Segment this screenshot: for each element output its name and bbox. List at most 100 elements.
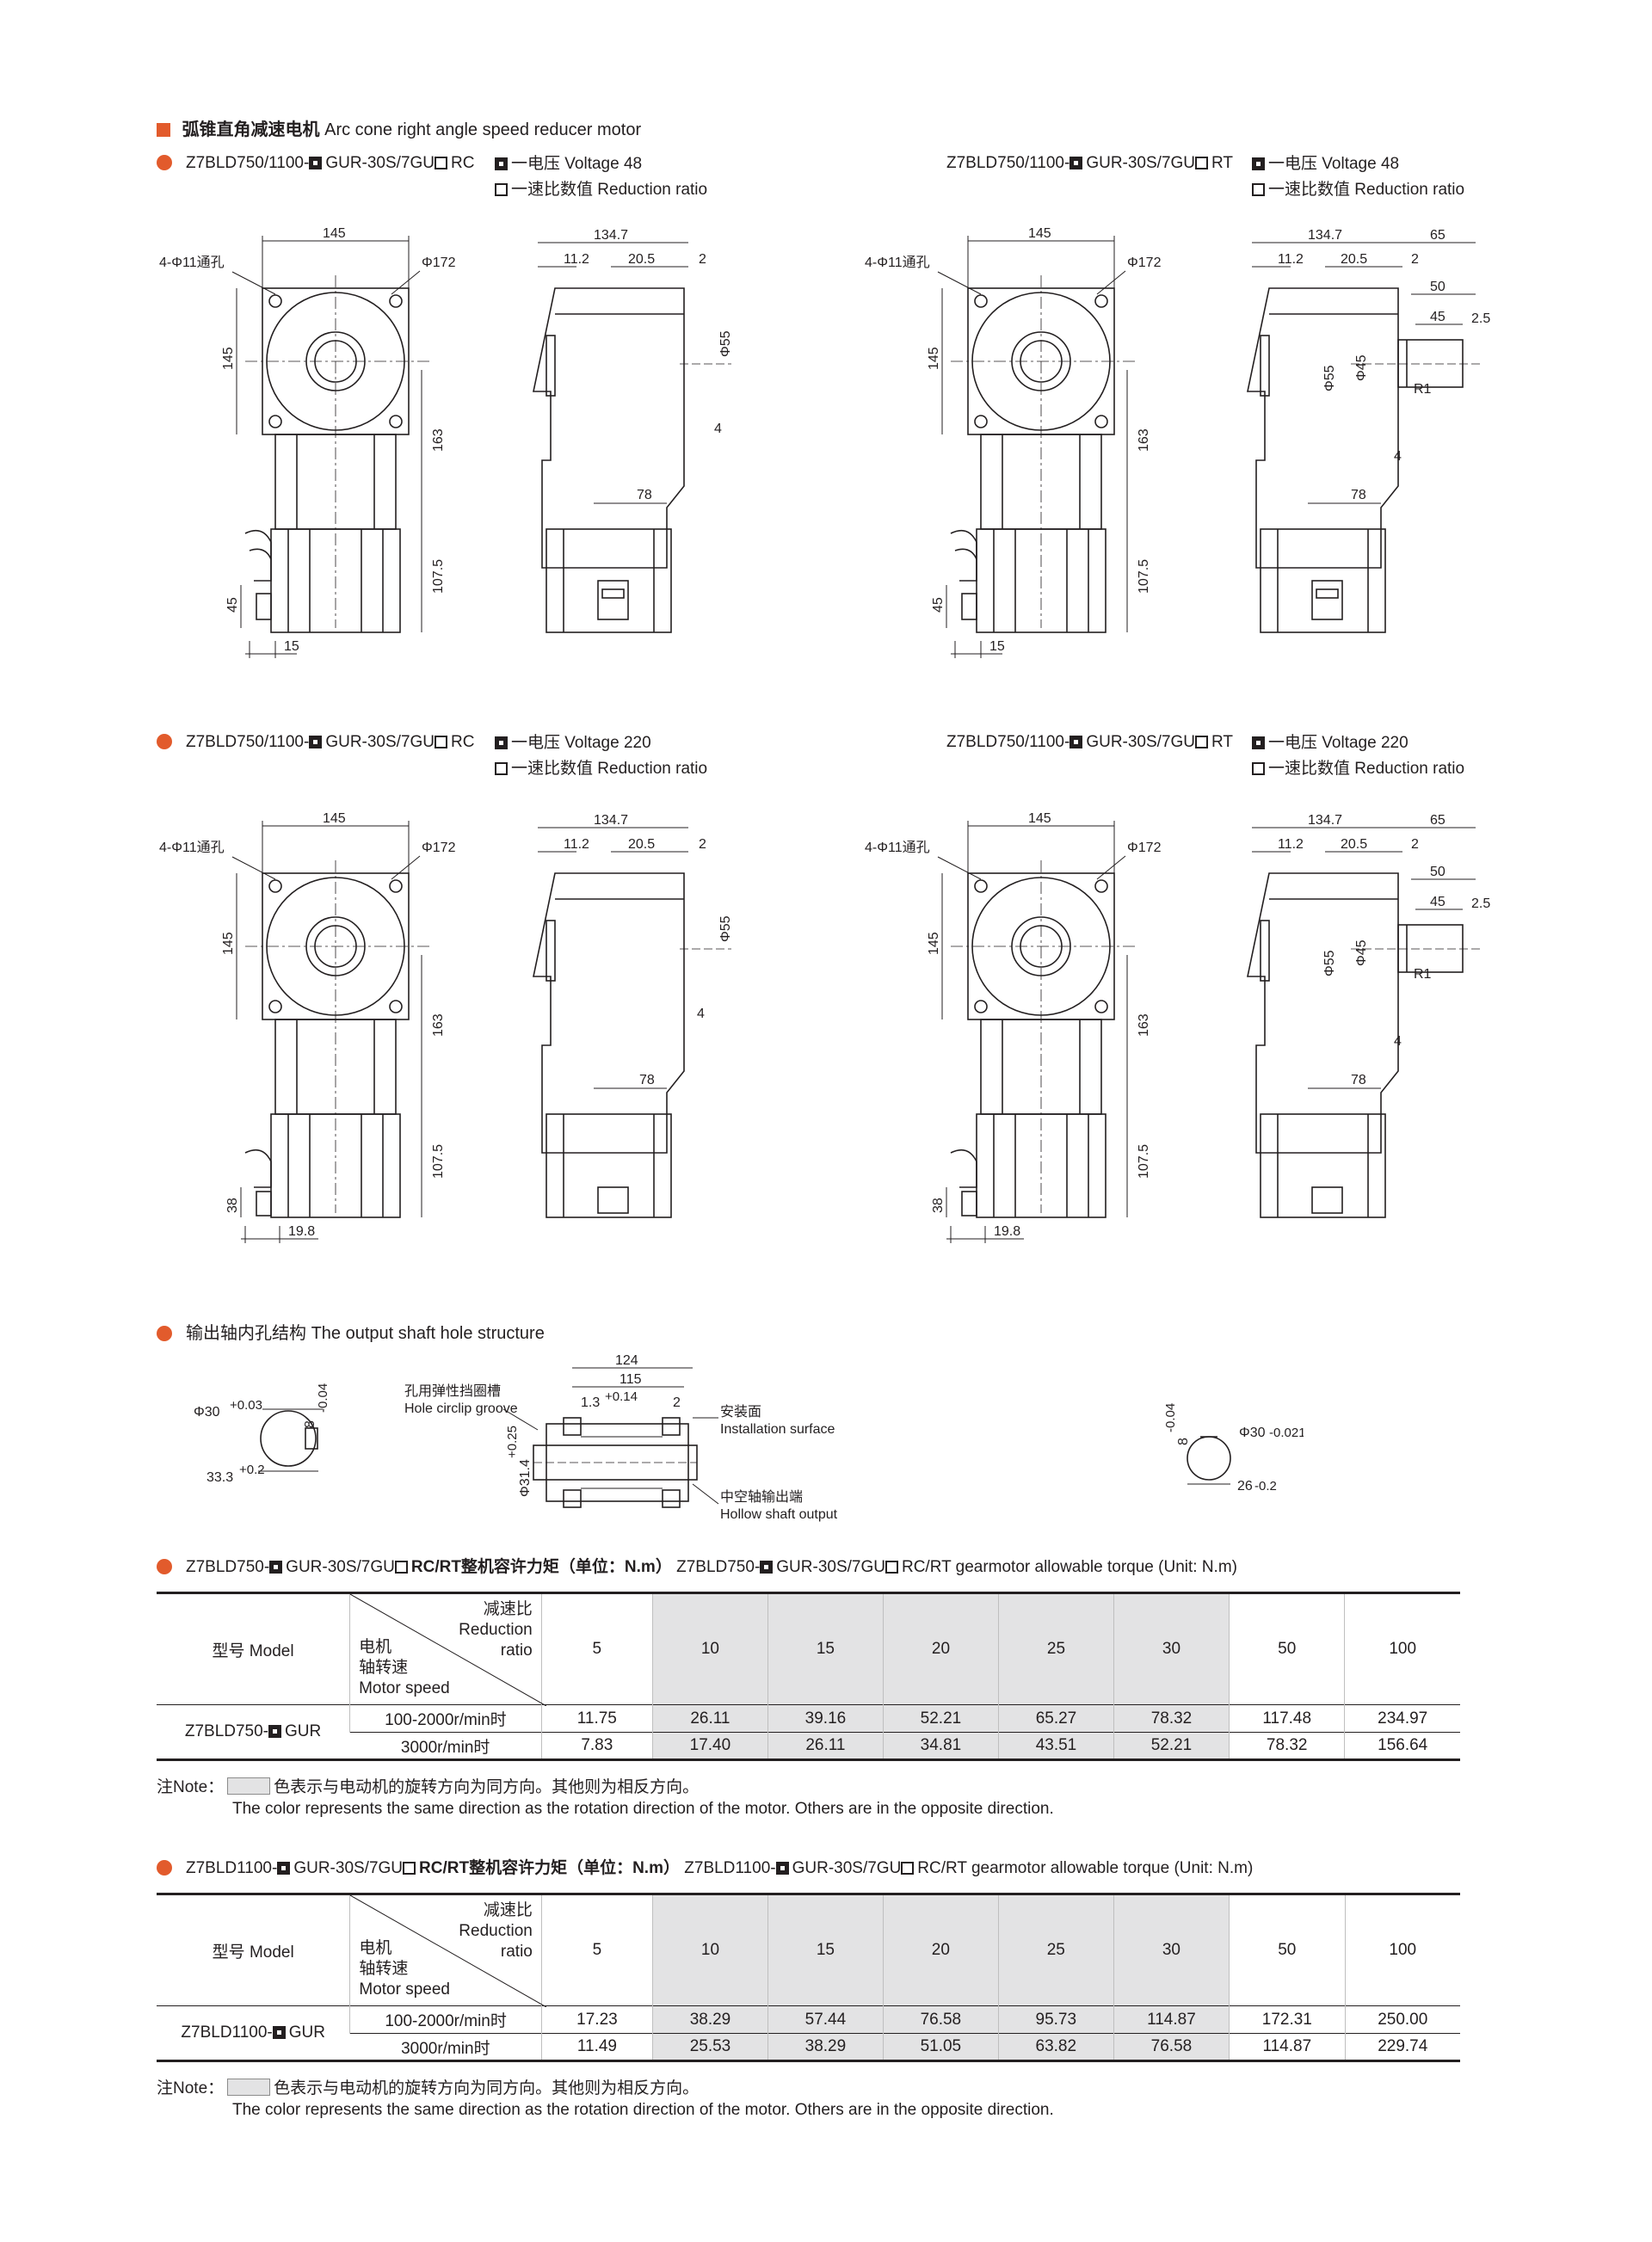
ratio-en2: ratio: [500, 1943, 533, 1961]
dim-4: 4: [1394, 449, 1402, 464]
dim-8-shaft: 8: [1176, 1438, 1191, 1445]
dim-65: 65: [1430, 813, 1446, 828]
empty-box-icon: [495, 762, 508, 775]
cell: 25.53: [652, 2033, 768, 2061]
dim-2: 2: [1411, 252, 1419, 267]
cell: 11.75: [540, 1704, 653, 1733]
dim-phi30-shaft-tol: -0.021: [1269, 1426, 1304, 1440]
speed-en: Motor speed: [359, 1980, 450, 1999]
side-view-drawing-2: 134.7 65 11.2 20.5 2 50 45 2.5 Φ55 Φ45 R…: [1230, 224, 1523, 654]
dim-145-top: 145: [1028, 811, 1051, 826]
dim-33-3: 33.3: [206, 1470, 233, 1485]
cell: 63.82: [997, 2033, 1114, 2061]
cell: 95.73: [997, 2005, 1114, 2034]
dim-2: 2: [1411, 837, 1419, 852]
filled-box-icon: [272, 2026, 286, 2039]
dim-8-shaft-tol: -0.04: [1163, 1403, 1178, 1432]
dim-phi31-4-tol: +0.25: [505, 1426, 520, 1458]
ratio-en2: ratio: [500, 1641, 533, 1660]
heading-cn: 弧锥直角减速电机: [182, 120, 320, 139]
empty-box-icon: [1252, 183, 1265, 196]
dim-38: 38: [931, 1198, 946, 1213]
speed-cn1: 电机: [359, 1638, 392, 1656]
dim-124: 124: [615, 1353, 638, 1368]
dim-145-side: 145: [221, 932, 236, 955]
dim-2: 2: [699, 837, 706, 852]
front-view-drawing-1: 145 4-Φ11通孔 Φ172 145 15 45 163 107.5: [146, 224, 473, 671]
cell: 52.21: [882, 1704, 999, 1733]
dim-phi55: Φ55: [1322, 950, 1337, 976]
dim-134-7: 134.7: [1308, 228, 1342, 243]
dim-2-mount: 2: [673, 1395, 681, 1410]
dim-134-7: 134.7: [594, 813, 628, 828]
cell: 51.05: [882, 2033, 999, 2061]
filled-box-icon: [1252, 736, 1265, 749]
dim-holes: 4-Φ11通孔: [865, 255, 930, 270]
dim-38: 38: [225, 1198, 240, 1213]
ratio-en1: Reduction: [459, 1922, 533, 1940]
ratio-10: 10: [651, 1592, 768, 1705]
dim-45-shaft: 45: [1430, 310, 1446, 324]
dim-163: 163: [431, 1013, 446, 1037]
dim-20-5: 20.5: [628, 837, 655, 852]
dim-65: 65: [1430, 228, 1446, 243]
shaft-hole-drawing: Φ30 +0.03 8 -0.04 33.3 +0.2 孔用弹性挡圈槽 Hole…: [185, 1342, 1304, 1540]
side-view-drawing-3: 134.7 11.2 20.5 2 Φ55 4 78: [516, 809, 757, 1239]
cell: 117.48: [1228, 1704, 1345, 1733]
dim-78: 78: [1351, 488, 1366, 502]
filled-box-icon: [495, 736, 508, 749]
ratio-25: 25: [997, 1592, 1114, 1705]
dim-11-2: 11.2: [1278, 837, 1304, 852]
cell: 114.87: [1113, 2005, 1230, 2034]
dim-1-3-tol: +0.14: [605, 1389, 638, 1404]
dim-78: 78: [1351, 1073, 1366, 1087]
dim-78: 78: [637, 488, 652, 502]
heading-en: Arc cone right angle speed reducer motor: [324, 120, 642, 139]
model-header: 型号 Model: [212, 1943, 294, 1962]
dim-phi172: Φ172: [422, 841, 456, 855]
ratio-5: 5: [540, 1894, 653, 2006]
note-1: 注Note：色表示与电动机的旋转方向为同方向。其他则为相反方向。: [157, 1777, 700, 1796]
dim-20-5: 20.5: [628, 252, 655, 267]
dim-145-side: 145: [927, 932, 941, 955]
dim-phi172: Φ172: [1127, 841, 1162, 855]
dim-20-5: 20.5: [1341, 252, 1367, 267]
empty-box-icon: [403, 1862, 416, 1875]
dim-78: 78: [639, 1073, 655, 1087]
front-view-drawing-4: 145 4-Φ11通孔 Φ172 145 19.8 38 163 107.5: [852, 809, 1179, 1256]
empty-box-icon: [901, 1862, 915, 1875]
ratio-15: 15: [767, 1894, 884, 2006]
variant-3-legend: 一电压 Voltage 220 一速比数值 Reduction ratio: [495, 730, 707, 782]
empty-box-icon: [1252, 762, 1265, 775]
dim-107-5: 107.5: [1137, 559, 1151, 594]
cell: 234.97: [1344, 1704, 1460, 1733]
dim-33-3-tol: +0.2: [239, 1463, 265, 1477]
ratio-100: 100: [1344, 1894, 1460, 2006]
model-header: 型号 Model: [212, 1641, 294, 1660]
dim-8-hole: 8: [303, 1420, 317, 1428]
dim-phi45: Φ45: [1354, 939, 1369, 966]
empty-box-icon: [885, 1561, 898, 1574]
shade-swatch: [227, 1777, 271, 1795]
filled-box-icon: [268, 1725, 282, 1738]
dim-163: 163: [1137, 428, 1151, 452]
ratio-100: 100: [1344, 1592, 1460, 1705]
dim-8-hole-tol: -0.04: [316, 1383, 330, 1413]
cell: 26.11: [651, 1704, 768, 1733]
dim-4: 4: [697, 1007, 705, 1021]
cell: 78.32: [1113, 1704, 1230, 1733]
cell: 26.11: [767, 1732, 884, 1760]
dim-11-2: 11.2: [564, 252, 589, 267]
cell: 43.51: [997, 1732, 1114, 1760]
filled-box-icon: [309, 736, 323, 748]
front-view-drawing-3: 145 4-Φ11通孔 Φ172 145 19.8 38 163 107.5: [146, 809, 473, 1256]
cell: 11.49: [540, 2033, 653, 2061]
dim-4: 4: [714, 422, 722, 436]
circlip-label-cn: 孔用弹性挡圈槽: [404, 1383, 501, 1399]
dim-2-5: 2.5: [1471, 896, 1490, 911]
ratio-30: 30: [1113, 1592, 1230, 1705]
dim-holes: 4-Φ11通孔: [159, 255, 225, 270]
